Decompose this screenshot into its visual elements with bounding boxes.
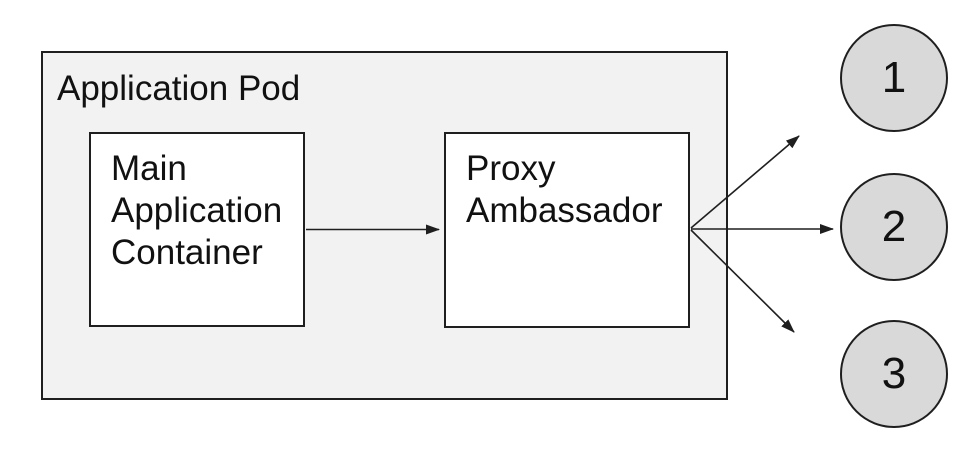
proxy-ambassador-box: Proxy Ambassador xyxy=(444,132,690,328)
application-pod-label: Application Pod xyxy=(57,69,301,108)
main-application-container-box: Main Application Container xyxy=(89,132,305,327)
endpoint-1-label: 1 xyxy=(881,53,907,102)
endpoint-2-label: 2 xyxy=(881,202,907,251)
endpoint-circle-1: 1 xyxy=(840,24,948,132)
endpoint-circle-3: 3 xyxy=(840,320,948,428)
endpoint-circle-2: 2 xyxy=(840,173,948,281)
endpoint-3-label: 3 xyxy=(881,349,907,398)
main-application-container-label: Main Application Container xyxy=(111,149,283,272)
proxy-ambassador-label: Proxy Ambassador xyxy=(466,149,663,230)
